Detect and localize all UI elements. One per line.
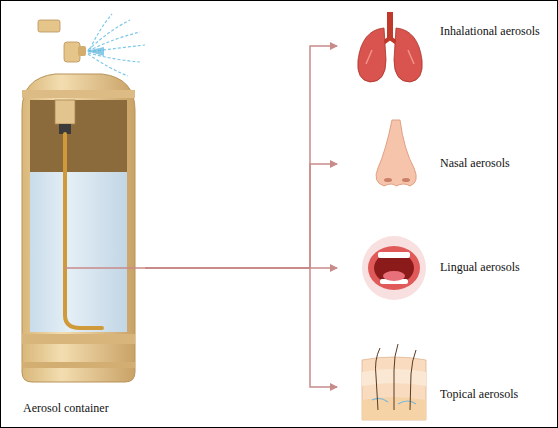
node-label: Topical aerosols xyxy=(440,387,544,402)
branch-arrow xyxy=(145,268,337,387)
aerosol-can xyxy=(22,74,145,382)
lungs-icon xyxy=(358,12,423,82)
spray-nozzle xyxy=(38,14,145,76)
skin-icon xyxy=(362,344,426,420)
node-label: Lingual aerosols xyxy=(440,260,544,275)
node-label: Nasal aerosols xyxy=(440,156,544,171)
target-node: Topical aerosols xyxy=(338,350,553,424)
container-node: Aerosol container xyxy=(15,15,145,420)
mouth-icon xyxy=(362,236,426,300)
node-label: Aerosol container xyxy=(23,401,141,416)
target-node: Lingual aerosols xyxy=(338,232,553,304)
branch-arrow xyxy=(145,46,337,268)
branch-arrow xyxy=(145,164,337,268)
nose-icon xyxy=(376,120,416,186)
target-node: Inhalational aerosols xyxy=(338,8,553,84)
target-node: Nasal aerosols xyxy=(338,128,553,200)
node-label: Inhalational aerosols xyxy=(440,24,544,39)
